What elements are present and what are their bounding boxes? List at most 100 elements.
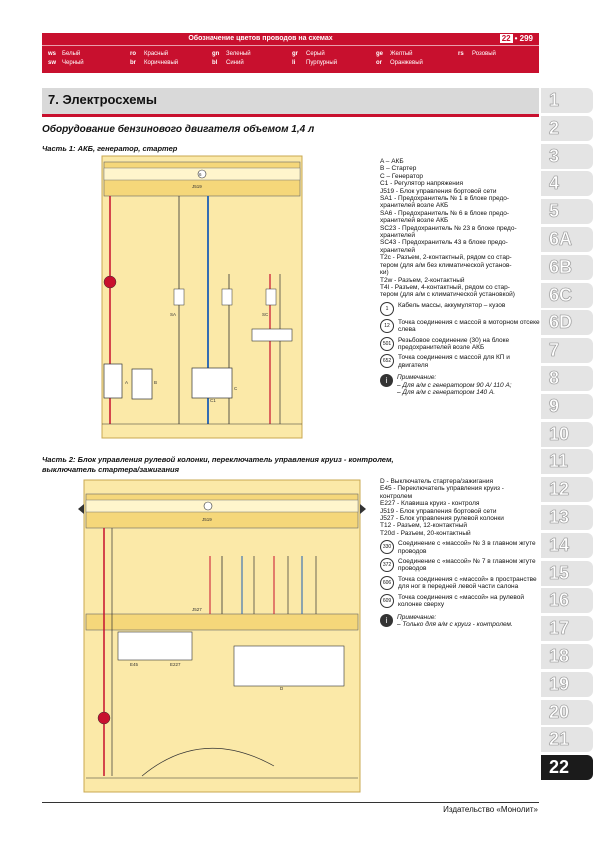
- chapter-tab-7[interactable]: 7: [541, 338, 593, 364]
- regulator-label: C1: [210, 398, 216, 403]
- legend-item: хранителей: [380, 246, 416, 254]
- ground-point-icon: 372: [380, 558, 394, 573]
- legend-item: T20d - Разъем, 20-контактный: [380, 529, 471, 537]
- ground-point-icon: 330: [380, 540, 394, 555]
- chapter-tab-9[interactable]: 9: [541, 393, 593, 419]
- chapter-tab-6B[interactable]: 6B: [541, 254, 593, 280]
- chapter-number: 22: [499, 34, 513, 43]
- ground-point-item: 330 Соединение с «массой» № 3 в главном ж…: [380, 540, 540, 555]
- ground-point-icon: 652: [380, 354, 394, 369]
- legend-item: T12 - Разъем, 12-контактный: [380, 522, 468, 530]
- legend-item: – Для а/м с генератором 90 А/ 110 А;: [397, 381, 512, 389]
- chapter-tab-8[interactable]: 8: [541, 366, 593, 391]
- chapter-tab-20[interactable]: 20: [541, 699, 593, 725]
- part2-note: i Примечание: – Только для а/м с круиз -…: [380, 613, 540, 629]
- info-icon: i: [380, 374, 393, 388]
- legend-item: контролем: [380, 492, 413, 500]
- chapter-tab-6D[interactable]: 6D: [541, 310, 593, 336]
- ignition-switch-label: D: [280, 686, 284, 691]
- battery-label: A: [125, 380, 128, 385]
- legend-item: A – АКБ: [380, 158, 404, 165]
- legend-item: хранителей возле АКБ: [380, 217, 449, 225]
- chapter-tab-16[interactable]: 16: [541, 588, 593, 614]
- legend-item: B – Стартер: [380, 165, 417, 173]
- publisher: Издательство «Монолит»: [443, 805, 538, 814]
- chapter-tab-22[interactable]: 22: [541, 755, 593, 781]
- chapter-tab-11[interactable]: 11: [541, 449, 593, 475]
- section-title: 7. Электросхемы: [48, 92, 158, 107]
- chapter-tab-21[interactable]: 21: [541, 727, 593, 753]
- e45-label: E45: [130, 662, 139, 667]
- ground-point-item: 12 Точка соединения с массой в моторном о…: [380, 318, 540, 334]
- chapter-tab-4[interactable]: 4: [541, 171, 593, 197]
- legend-item: J519 - Блок управления бортовой сети: [380, 507, 497, 515]
- legend-item: E227 - Клавиша круиз - контроля: [380, 500, 480, 508]
- ground-point-text: Кабель массы, аккумулятор – кузов: [398, 301, 506, 309]
- chapter-tab-6A[interactable]: 6A: [541, 227, 593, 252]
- legend-item: SA1 - Предохранитель № 1 в блоке предо-: [380, 195, 510, 203]
- chapter-tab-1[interactable]: 1: [541, 88, 593, 113]
- chapter-tab-18[interactable]: 18: [541, 644, 593, 669]
- chapter-tab-19[interactable]: 19: [541, 671, 593, 697]
- starter-label: B: [154, 380, 157, 385]
- subtitle: Оборудование бензинового двигателя объем…: [42, 124, 315, 135]
- part1-diagram: 6 J519 A B C C1 SA SC: [42, 154, 372, 444]
- chapter-tab-3[interactable]: 3: [541, 143, 593, 169]
- chapter-tab-17[interactable]: 17: [541, 616, 593, 642]
- legend-item: T2c - Разъем, 2-контактный, рядом со ста…: [380, 254, 512, 262]
- chapter-tab-15[interactable]: 15: [541, 560, 593, 586]
- legend-item: хранителей возле АКБ: [380, 202, 449, 210]
- chapter-tab-14[interactable]: 14: [541, 532, 593, 558]
- part2-diagram: J519 J527 E45 E227 D: [78, 479, 366, 793]
- part2-title-line1: Часть 2: Блок управления рулевой колонки…: [42, 455, 394, 464]
- legend-item: J527 - Блок управления рулевой колонки: [380, 515, 504, 523]
- generator-label: C: [234, 386, 238, 391]
- legend-item: SC23 - Предохранитель № 23 в блоке предо…: [380, 224, 517, 232]
- legend-item: C – Генератор: [380, 172, 424, 180]
- chapter-tab-5[interactable]: 5: [541, 199, 593, 225]
- ground-point-text: Точка соединения с «массой» на рулевой к…: [398, 593, 525, 609]
- chapter-tab-6C[interactable]: 6C: [541, 282, 593, 308]
- j519-label-2: J519: [202, 517, 212, 522]
- chapter-tab-13[interactable]: 13: [541, 505, 593, 530]
- chapter-tab-10[interactable]: 10: [541, 421, 593, 447]
- legend-item: SC43 - Предохранитель 43 в блоке предо-: [380, 239, 508, 247]
- legend-item: – Только для а/м с круиз - контролем.: [397, 620, 513, 628]
- chapter-tab-12[interactable]: 12: [541, 477, 593, 503]
- part2-note-title: Примечание:: [397, 613, 437, 621]
- part1-note-title: Примечание:: [397, 374, 437, 382]
- j519-label-1: J519: [192, 184, 202, 189]
- svg-text:6: 6: [199, 172, 202, 177]
- legend-item: SA6 - Предохранитель № 6 в блоке предо-: [380, 209, 510, 217]
- legend-item: J519 - Блок управления бортовой сети: [380, 187, 497, 195]
- legend-item: хранителей: [380, 232, 416, 240]
- info-icon: i: [380, 613, 393, 627]
- part2-title-line2: выключатель стартера/зажигания: [42, 465, 180, 474]
- legend-item: тером (для а/м с климатической установко…: [380, 291, 515, 299]
- ground-point-icon: 12: [380, 318, 394, 333]
- legend-item: D - Выключатель стартера/зажигания: [380, 478, 494, 485]
- chapter-tab-2[interactable]: 2: [541, 115, 593, 141]
- legend-item: C1 - Регулятор напряжения: [380, 180, 463, 188]
- ground-point-icon: 501: [380, 336, 394, 351]
- ground-point-text: Соединение с «массой» № 3 в главном жгут…: [398, 540, 536, 555]
- legend-item: E45 - Переключатель управления круиз -: [380, 485, 504, 493]
- part1-note: i Примечание: – Для а/м с генератором 90…: [380, 374, 540, 396]
- page-number: 22• 299: [499, 34, 533, 43]
- e227-label: E227: [170, 662, 181, 667]
- ground-point-text: Точка соединения с массой в моторном отс…: [398, 318, 540, 334]
- wire-color-header: Обозначение цветов проводов на схемах 22…: [42, 33, 539, 73]
- fuse-label-2: SC: [262, 312, 269, 317]
- legend-item: – Для а/м с генератором 140 А.: [397, 388, 496, 396]
